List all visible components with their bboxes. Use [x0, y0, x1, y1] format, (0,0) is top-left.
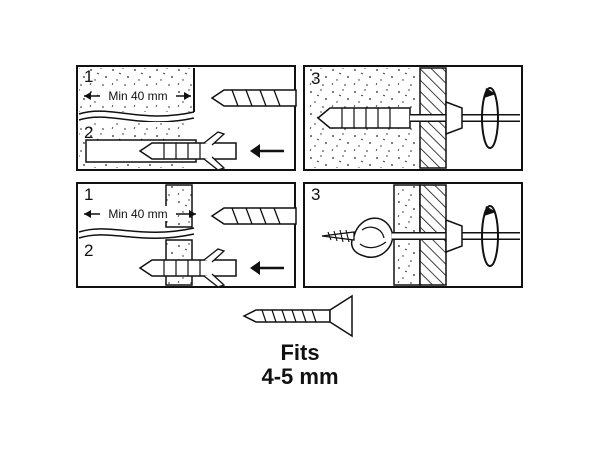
rotate-arrow-icon [481, 87, 499, 149]
fits-label: Fits [280, 340, 320, 365]
rotate-arrow-icon [481, 205, 499, 267]
step-1-label: 1 [84, 185, 93, 204]
screw-size-label: 4-5 mm [261, 364, 339, 389]
screw [410, 100, 520, 136]
wall-plug [138, 131, 237, 171]
step-2-label: 2 [84, 241, 93, 260]
panel-top-left: Min 40 mm 1 2 [76, 65, 297, 171]
panel-bottom-left: 1 Min 40 mm 2 [76, 182, 297, 288]
wall-plug [138, 248, 237, 288]
insert-arrow [250, 144, 284, 158]
wall-surface-line [78, 110, 195, 117]
step-2-label: 2 [84, 123, 93, 142]
screw-illustration [242, 294, 353, 338]
panel-bottom-right: 3 [303, 182, 523, 288]
min-depth-label: Min 40 mm [108, 207, 167, 221]
step-3-label: 3 [311, 69, 320, 88]
insert-arrow [250, 261, 284, 275]
drill-bit [210, 89, 297, 107]
step-3-label: 3 [311, 185, 320, 204]
step-1-label: 1 [84, 67, 93, 86]
drill-bit [210, 207, 297, 225]
wall-plug [316, 107, 411, 129]
wall-surface-line [78, 227, 195, 234]
expanded-plug-knot [350, 217, 394, 259]
min-depth-label: Min 40 mm [108, 89, 167, 103]
panel-top-right: 3 [303, 65, 523, 171]
